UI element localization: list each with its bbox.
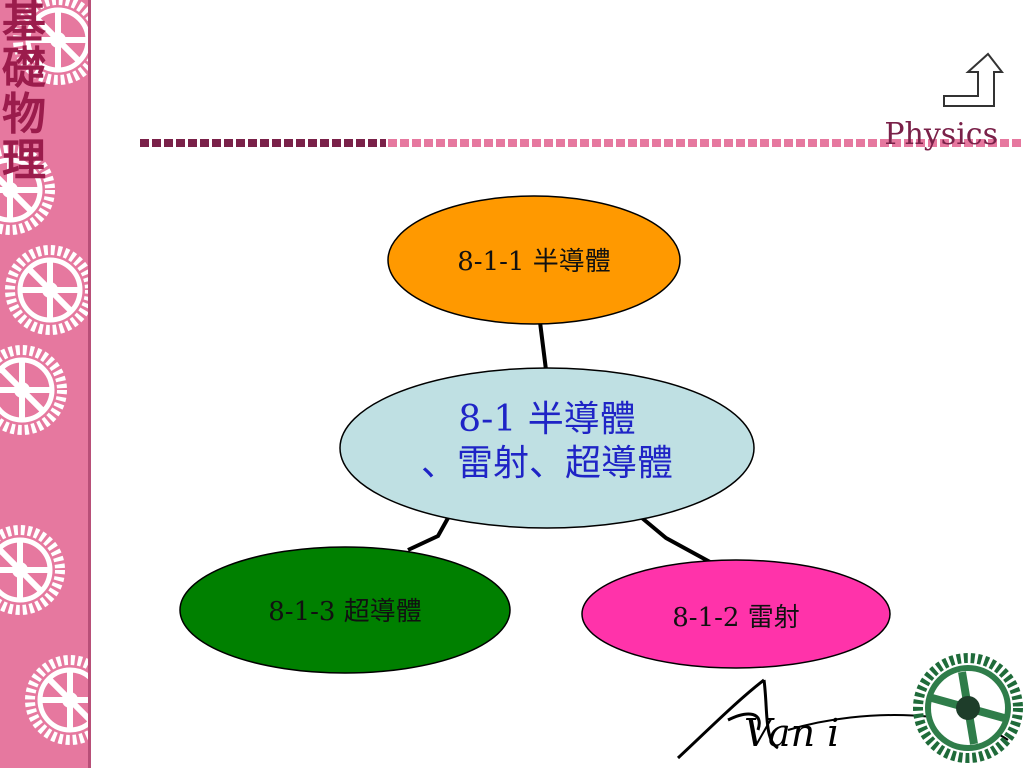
node-center-line2: 、雷射、超導體 bbox=[420, 443, 673, 484]
sidebar-title: 基 礎 物 理 bbox=[0, 0, 48, 184]
node-right[interactable] bbox=[581, 559, 891, 669]
vani-logo: Van i bbox=[676, 653, 1023, 763]
node-center-line1: 8-1 半導體 bbox=[458, 399, 636, 440]
node-center[interactable] bbox=[339, 367, 755, 529]
sidebar: 基 礎 物 理 bbox=[0, 0, 91, 768]
sidebar-title-char: 礎 bbox=[2, 43, 46, 94]
return-arrow-icon[interactable] bbox=[940, 50, 1004, 110]
header-subject: Physics bbox=[884, 117, 998, 152]
node-top[interactable] bbox=[387, 195, 681, 325]
gear-icon bbox=[913, 653, 1023, 763]
node-left-label: 8-1-3 超導體 bbox=[268, 597, 422, 627]
connector-top bbox=[538, 321, 548, 371]
vani-logo-text: Van i bbox=[744, 711, 839, 755]
node-center-label: 8-1 半導體 、雷射、超導體 bbox=[340, 398, 754, 486]
connector-right bbox=[640, 516, 711, 564]
header-dash-bar bbox=[140, 139, 1024, 147]
node-right-label: 8-1-2 雷射 bbox=[672, 603, 800, 633]
sidebar-title-char: 物 bbox=[2, 89, 46, 140]
node-left[interactable] bbox=[179, 546, 511, 674]
node-top-label: 8-1-1 半導體 bbox=[457, 247, 611, 277]
connector-left bbox=[407, 517, 450, 552]
sidebar-title-char: 理 bbox=[2, 135, 46, 186]
sidebar-title-char: 基 bbox=[2, 0, 46, 48]
